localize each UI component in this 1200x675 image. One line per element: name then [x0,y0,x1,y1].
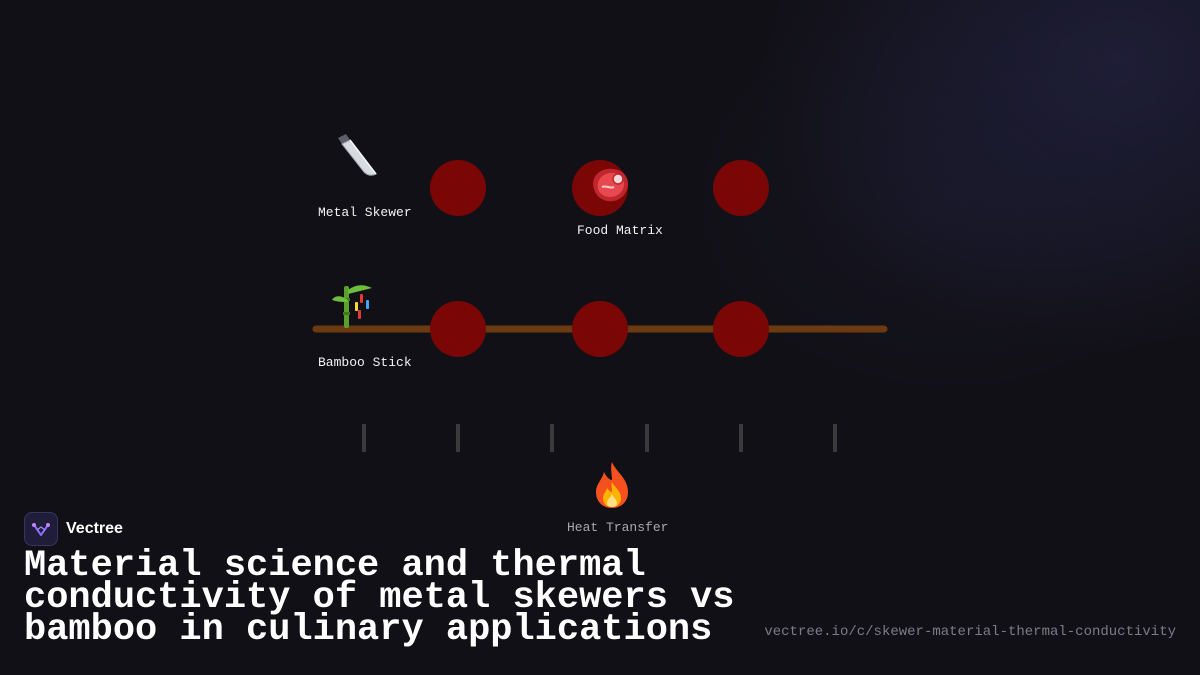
heat-bar [456,424,460,452]
bamboo-icon [330,280,378,338]
heat-bar [739,424,743,452]
metal-skewer-label: Metal Skewer [318,205,412,220]
metal-row-food-piece-3 [713,160,769,216]
heat-bar [645,424,649,452]
fire-icon [590,460,634,518]
heat-bar [833,424,837,452]
bamboo-row-food-piece-3 [713,301,769,357]
meat-icon [586,163,634,215]
heat-transfer-label: Heat Transfer [567,520,669,535]
heat-bar [362,424,366,452]
bamboo-stick-label: Bamboo Stick [318,355,412,370]
source-url: vectree.io/c/skewer-material-thermal-con… [764,624,1176,640]
bamboo-row-food-piece-1 [430,301,486,357]
brand-name: Vectree [66,520,123,537]
food-matrix-label: Food Matrix [577,223,663,238]
brand: Vectree [24,512,123,546]
bamboo-row-food-piece-2 [572,301,628,357]
knife-icon [328,130,380,190]
page-title: Material science and thermal conductivit… [24,545,735,651]
heat-bar [550,424,554,452]
vectree-logo-icon [24,512,58,546]
metal-row-food-piece-1 [430,160,486,216]
